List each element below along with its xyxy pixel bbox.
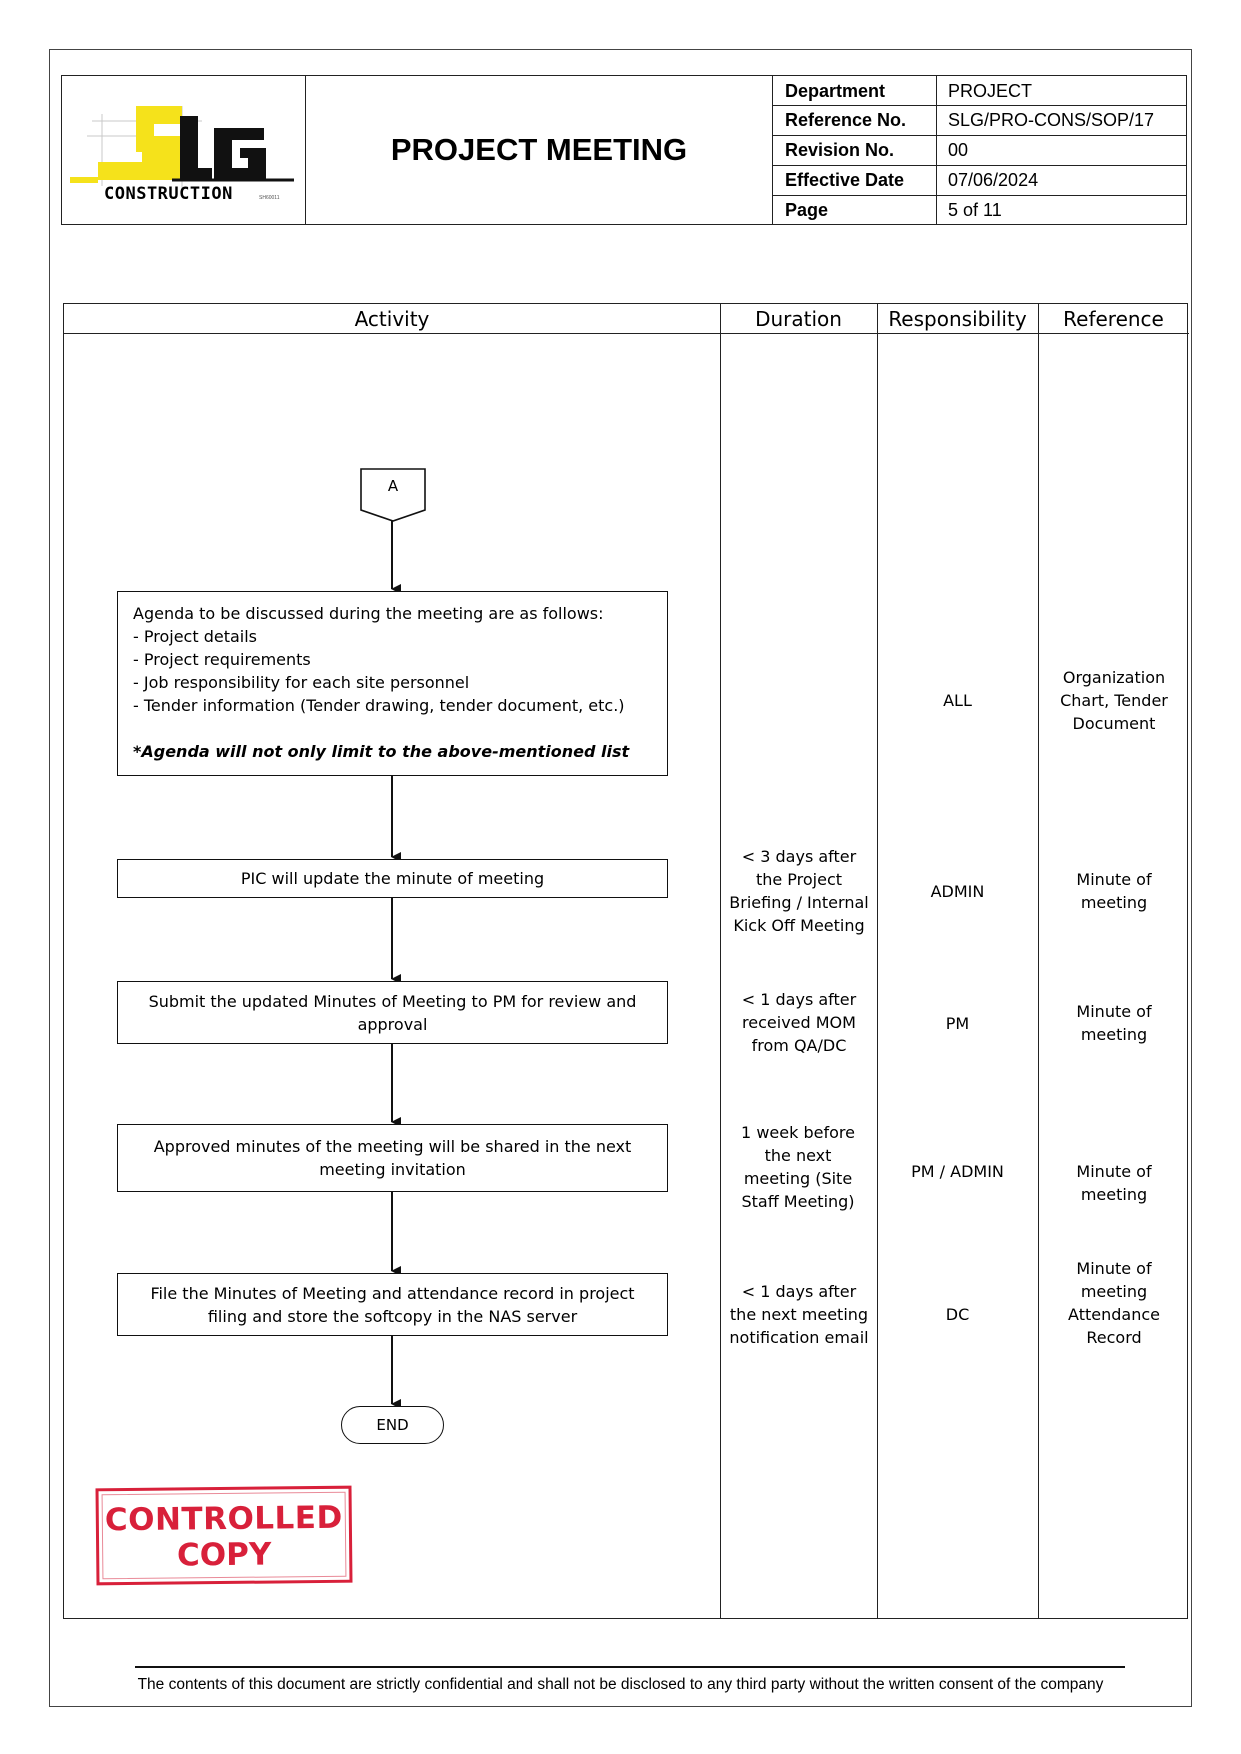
duration-cell: < 3 days after the Project Briefing / In… [729, 847, 869, 935]
process-step-text: PIC will update the minute of meeting [240, 869, 545, 888]
document-header: CONSTRUCTION SH60011 PROJECT MEETING Dep… [61, 75, 1187, 225]
agenda-box: Agenda to be discussed during the meetin… [117, 591, 668, 776]
duration-cell: < 1 days after received MOM from QA/DC [741, 990, 857, 1055]
process-step-text: Submit the updated Minutes of Meeting to… [148, 991, 637, 1034]
reference-cell: Organization Chart, Tender Document [1060, 668, 1168, 733]
page-border [49, 49, 1192, 1707]
reference-cell: Minute of meeting Attendance Record [1068, 1259, 1160, 1347]
agenda-line: - Job responsibility for each site perso… [133, 673, 470, 692]
responsibility-cell: ALL [943, 691, 972, 710]
reference-cell: Minute of meeting [1076, 1162, 1152, 1204]
reference-cell: Minute of meeting [1076, 870, 1152, 912]
meta-label: Effective Date [773, 165, 937, 195]
column-divider [1038, 304, 1039, 1618]
responsibility-cell: PM / ADMIN [911, 1162, 1004, 1181]
responsibility-cell: DC [945, 1305, 970, 1324]
logo-registration: SH60011 [259, 195, 280, 201]
column-header-duration: Duration [720, 304, 877, 334]
controlled-copy-stamp: CONTROLLED COPY [95, 1485, 353, 1586]
meta-label: Reference No. [773, 105, 937, 135]
meta-row-reference: Reference No. SLG/PRO-CONS/SOP/17 [773, 105, 1186, 136]
agenda-line: - Tender information (Tender drawing, te… [133, 696, 625, 715]
meta-label: Page [773, 195, 937, 224]
responsibility-cell: ADMIN [930, 882, 985, 901]
process-step-text: Approved minutes of the meeting will be … [153, 1137, 632, 1179]
document-meta-table: Department PROJECT Reference No. SLG/PRO… [773, 76, 1186, 224]
column-header-reference: Reference [1038, 304, 1189, 334]
column-divider [720, 304, 721, 1618]
logo-cell: CONSTRUCTION SH60011 [62, 76, 306, 224]
page-title: PROJECT MEETING [306, 76, 773, 224]
stamp-line: COPY [176, 1536, 272, 1574]
agenda-note: *Agenda will not only limit to the above… [133, 742, 630, 761]
duration-cell: 1 week before the next meeting (Site Sta… [741, 1123, 855, 1211]
column-header-responsibility: Responsibility [877, 304, 1038, 334]
meta-row-page: Page 5 of 11 [773, 195, 1186, 224]
agenda-line: - Project requirements [133, 650, 311, 669]
process-step: Submit the updated Minutes of Meeting to… [117, 981, 668, 1044]
agenda-line: - Project details [133, 627, 257, 646]
column-divider [877, 304, 878, 1618]
meta-value: 07/06/2024 [948, 170, 1039, 190]
meta-label: Revision No. [773, 135, 937, 165]
process-step: File the Minutes of Meeting and attendan… [117, 1273, 668, 1336]
process-step: Approved minutes of the meeting will be … [117, 1124, 668, 1192]
meta-value: 00 [948, 140, 969, 160]
footer-divider [135, 1666, 1125, 1668]
meta-value: PROJECT [948, 81, 1033, 101]
confidentiality-footer: The contents of this document are strict… [137, 1676, 1104, 1693]
meta-label: Department [773, 76, 937, 105]
slg-construction-logo [70, 106, 294, 188]
agenda-spacer [133, 717, 667, 740]
duration-cell: < 1 days after the next meeting notifica… [729, 1282, 869, 1347]
logo-subtext: CONSTRUCTION [104, 184, 233, 204]
end-terminator: END [341, 1406, 444, 1444]
meta-row-revision: Revision No. 00 [773, 135, 1186, 166]
off-page-connector: A [387, 477, 399, 495]
end-label: END [376, 1415, 409, 1434]
reference-cell: Minute of meeting [1076, 1002, 1152, 1044]
meta-row-effective-date: Effective Date 07/06/2024 [773, 165, 1186, 196]
stamp-line: CONTROLLED [104, 1499, 343, 1539]
meta-row-department: Department PROJECT [773, 76, 1186, 106]
column-header-activity: Activity [64, 304, 720, 334]
process-step: PIC will update the minute of meeting [117, 859, 668, 898]
agenda-line: Agenda to be discussed during the meetin… [133, 604, 604, 623]
meta-value: SLG/PRO-CONS/SOP/17 [948, 110, 1155, 130]
process-step-text: File the Minutes of Meeting and attendan… [150, 1283, 635, 1326]
procedure-table: Activity Duration Responsibility Referen… [63, 303, 1189, 1619]
responsibility-cell: PM [945, 1014, 970, 1033]
meta-value: 5 of 11 [948, 200, 1002, 220]
